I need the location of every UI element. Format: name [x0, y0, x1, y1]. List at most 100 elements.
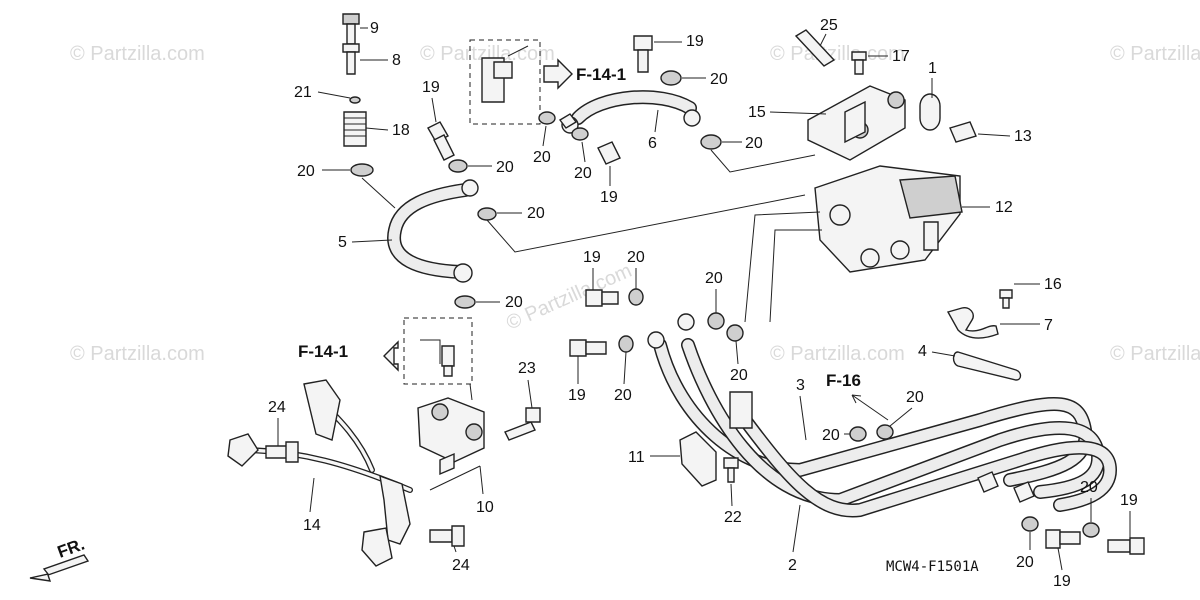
- callout-13: 13: [1014, 128, 1032, 145]
- callout-20: 20: [1016, 554, 1034, 571]
- callout-7: 7: [1044, 317, 1053, 334]
- bolt-22: [723, 457, 739, 469]
- callout-18: 18: [392, 122, 410, 139]
- ref-f16[interactable]: F-16: [826, 371, 861, 390]
- callout-1: 1: [928, 60, 937, 77]
- callout-5: 5: [338, 234, 347, 251]
- callout-20: 20: [745, 135, 763, 152]
- watermark: © Partzilla.com: [1110, 43, 1200, 65]
- grommet-1: [919, 93, 941, 131]
- banjo-bolt-body: [343, 111, 367, 147]
- callout-20: 20: [614, 387, 632, 404]
- delay-valve-10: [417, 397, 485, 476]
- bleeder-hex: [342, 43, 360, 53]
- sealing-washer: [477, 207, 497, 221]
- banjo-bolt-19: [585, 289, 603, 307]
- callout-20: 20: [705, 270, 723, 287]
- callout-8: 8: [392, 52, 401, 69]
- ref-f14-top[interactable]: F-14-1: [576, 65, 626, 84]
- sealing-washer: [707, 312, 725, 330]
- brake-hose-5: [387, 179, 479, 283]
- bolt-25: [794, 29, 836, 67]
- front-arrow-icon: [29, 554, 90, 582]
- callout-20: 20: [730, 367, 748, 384]
- callout-15: 15: [748, 104, 766, 121]
- callout-22: 22: [724, 509, 742, 526]
- switch-stem: [346, 51, 356, 75]
- watermark: © Partzilla.com: [70, 43, 205, 65]
- callout-9: 9: [370, 20, 379, 37]
- clamp-7: [946, 306, 999, 339]
- bleeder-cap: [342, 13, 360, 25]
- callout-10: 10: [476, 499, 494, 516]
- callout-11: 11: [628, 449, 645, 466]
- callout-20: 20: [906, 389, 924, 406]
- screw-16: [999, 289, 1013, 299]
- plate-4: [952, 351, 1022, 381]
- brake-hose-6: [558, 90, 701, 134]
- banjo-bolt-19: [597, 141, 621, 165]
- callout-19: 19: [568, 387, 586, 404]
- callout-20: 20: [627, 249, 645, 266]
- callout-23: 23: [518, 360, 536, 377]
- sealing-washer: [700, 134, 722, 150]
- callout-20: 20: [496, 159, 514, 176]
- small-washer: [349, 96, 361, 104]
- callout-19: 19: [1053, 573, 1071, 590]
- abs-modulator-12: [814, 165, 963, 273]
- callout-21: 21: [294, 84, 312, 101]
- callout-19: 19: [686, 33, 704, 50]
- banjo-bolt-19: [569, 339, 587, 357]
- sealing-washer: [538, 111, 556, 125]
- sealing-washer: [454, 295, 476, 309]
- sealing-washer: [1082, 522, 1100, 538]
- callout-19: 19: [422, 79, 440, 96]
- collar-13: [949, 121, 977, 143]
- watermark: © Partzilla.com: [770, 343, 905, 365]
- callout-17: 17: [892, 48, 910, 65]
- sealing-washer: [876, 424, 894, 440]
- front-direction-marker: FR.: [29, 535, 90, 582]
- callout-4: 4: [918, 343, 927, 360]
- diagram-code: MCW4-F1501A: [886, 559, 979, 575]
- sealing-washer: [726, 324, 744, 342]
- sealing-washer: [660, 70, 682, 86]
- callout-20: 20: [297, 163, 315, 180]
- ref-f14-left[interactable]: F-14-1: [298, 342, 348, 361]
- callout-25: 25: [820, 17, 838, 34]
- sealing-washer: [618, 335, 634, 353]
- callout-12: 12: [995, 199, 1013, 216]
- callout-16: 16: [1044, 276, 1062, 293]
- callout-20: 20: [822, 427, 840, 444]
- screw-17: [851, 51, 867, 61]
- sealing-washer: [628, 288, 644, 306]
- bleeder-screw-body: [346, 23, 356, 45]
- brake-pipe-14: [227, 379, 413, 567]
- sealing-washer: [849, 426, 867, 442]
- sealing-washer: [1021, 516, 1039, 532]
- callout-19: 19: [583, 249, 601, 266]
- callout-24: 24: [452, 557, 470, 574]
- pressure-switch-stack: [342, 13, 374, 177]
- callout-20: 20: [533, 149, 551, 166]
- callout-6: 6: [648, 135, 657, 152]
- watermark: © Partzilla.com: [70, 343, 205, 365]
- callout-3: 3: [796, 377, 805, 394]
- arrow-right-icon: [543, 58, 573, 90]
- reference-box-top: [469, 39, 573, 125]
- callout-20: 20: [505, 294, 523, 311]
- watermark: © Partzilla.com: [1110, 343, 1200, 365]
- callout-20: 20: [710, 71, 728, 88]
- reference-box-left: [383, 317, 473, 385]
- banjo-bolt-19: [1107, 539, 1131, 553]
- arrow-left-icon: [383, 340, 399, 372]
- bolt-24: [265, 445, 289, 459]
- callout-2: 2: [788, 557, 797, 574]
- callout-14: 14: [303, 517, 321, 534]
- clamp-11: [679, 431, 717, 487]
- callout-20: 20: [574, 165, 592, 182]
- bolt-23: [504, 421, 536, 441]
- watermark: © Partzilla.com: [770, 43, 905, 65]
- banjo-bolt-19: [633, 35, 653, 51]
